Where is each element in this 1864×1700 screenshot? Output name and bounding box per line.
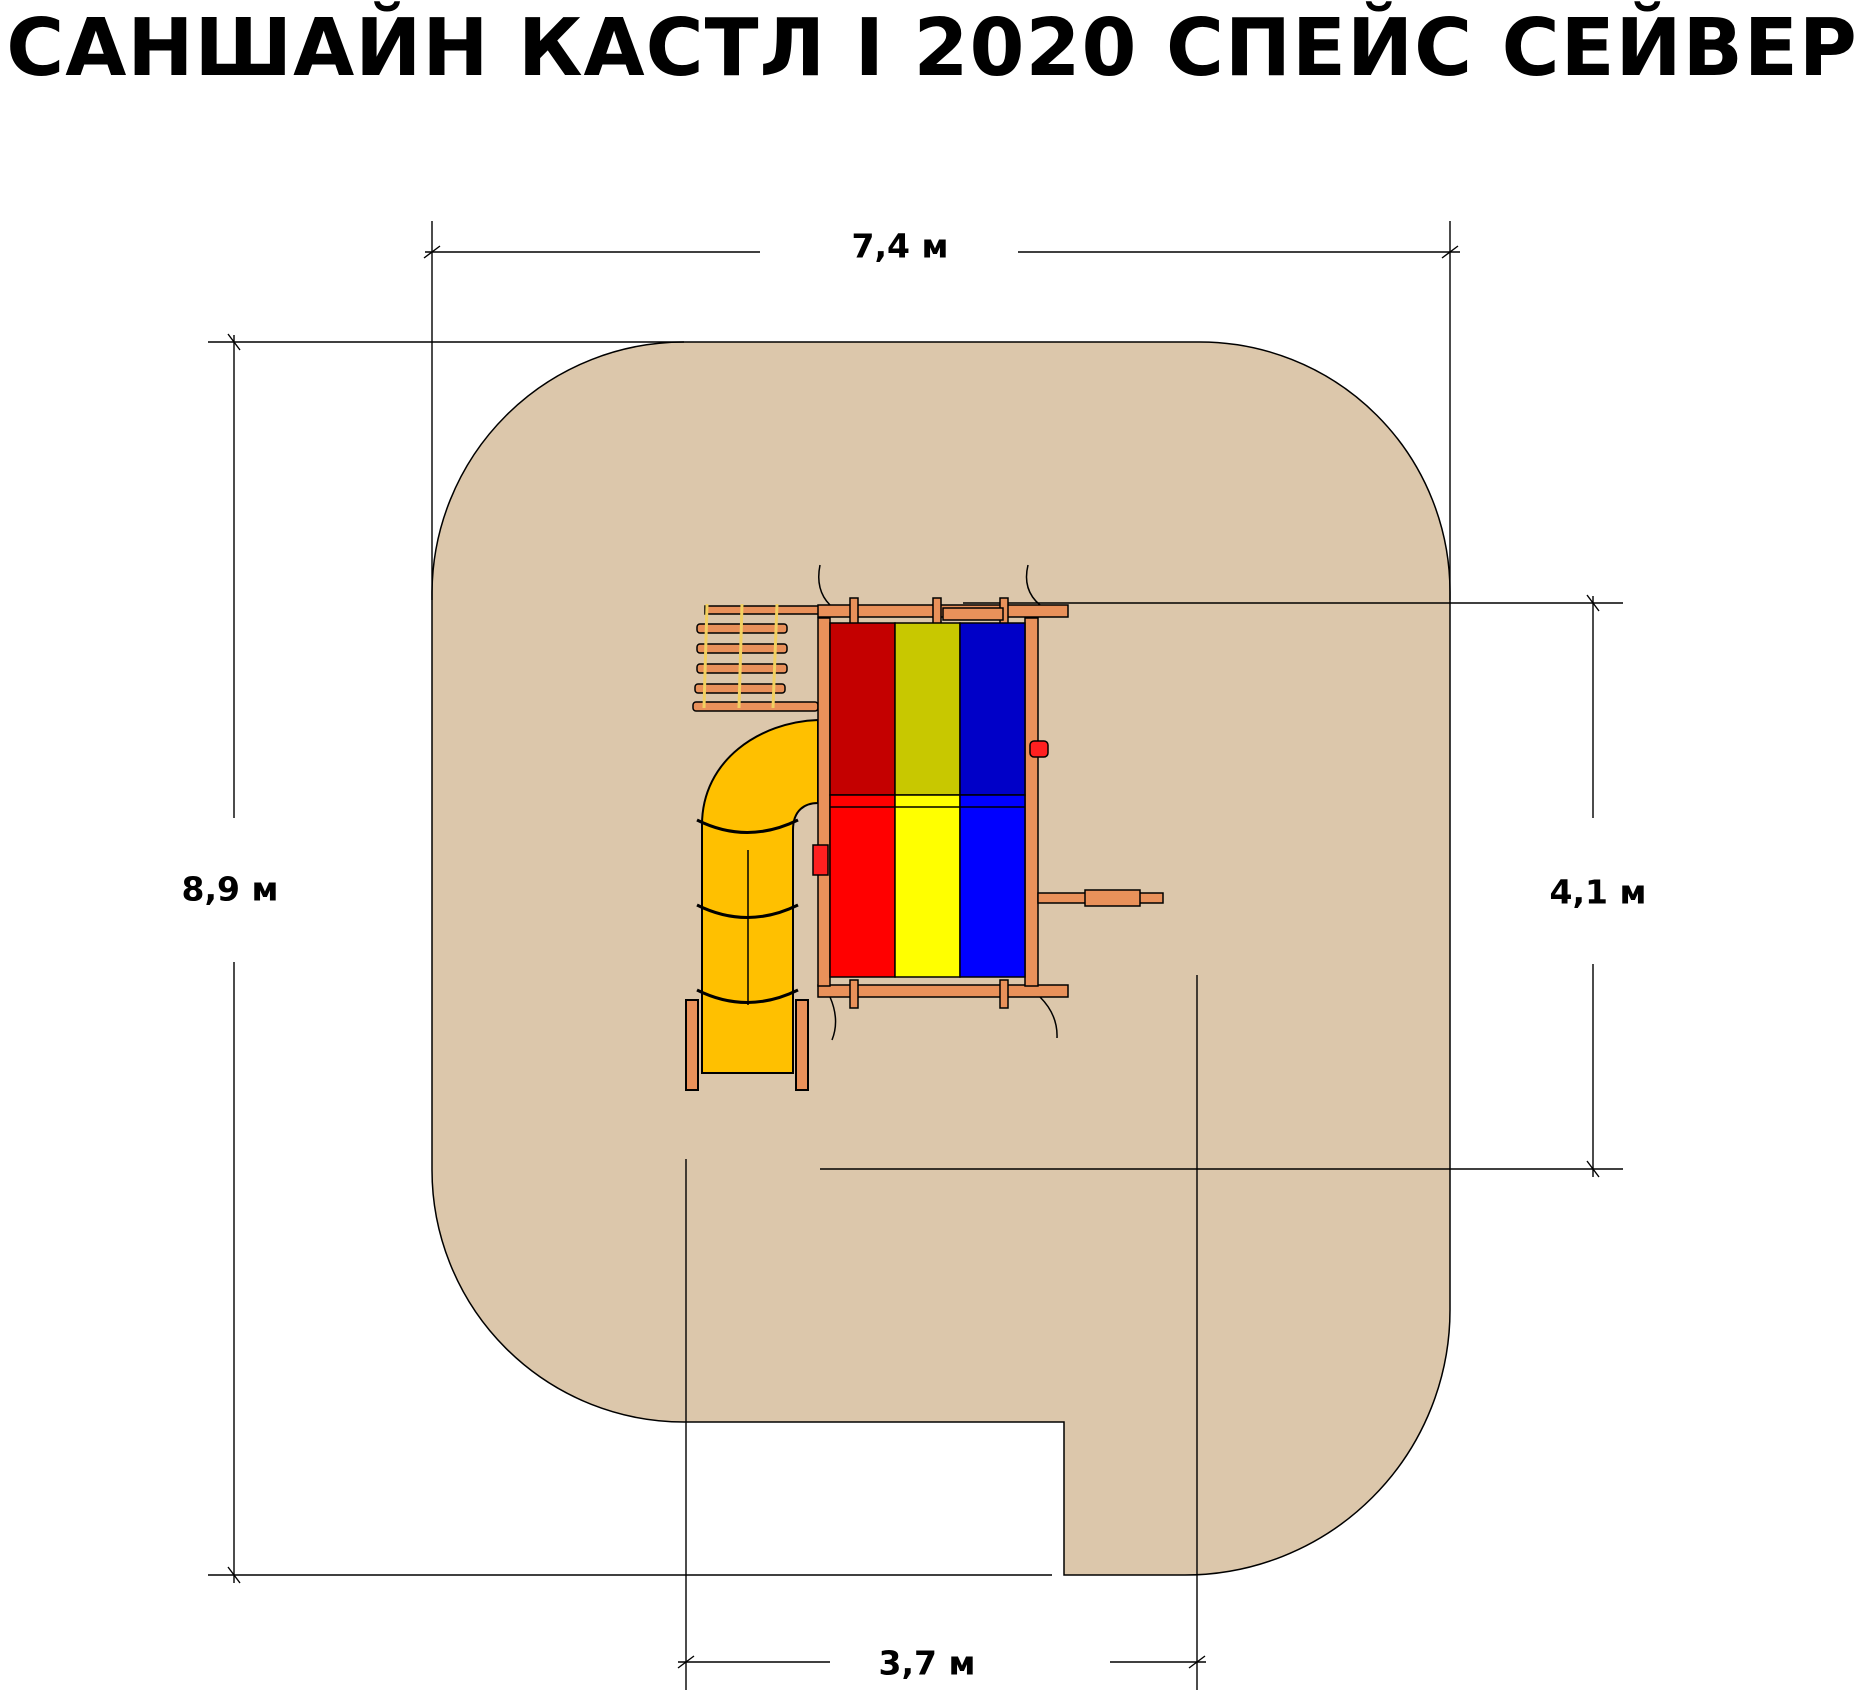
roof-panel-red-top [829,622,896,796]
page-title: САНШАЙН КАСТЛ І 2020 СПЕЙС СЕЙВЕР [6,2,1858,94]
handle-right [1029,740,1049,758]
roof-panel-yellow-bottom [894,794,961,978]
roof-panel-blue-bottom [959,794,1026,978]
roof-panel-red-bottom [829,794,896,978]
roof-panel-yellow-top [894,622,961,796]
dimension-structure-depth: 4,1 м [1549,872,1647,912]
tube-slide [685,718,819,1091]
roof [829,622,1026,978]
handle-left [812,844,829,876]
dimension-structure-width: 3,7 м [878,1643,976,1683]
anchor-ropes [818,564,1058,1041]
dimension-lines [208,221,1623,1690]
dimension-depth-total: 8,9 м [181,869,279,909]
roof-panel-blue-top [959,622,1026,796]
dimension-width-total: 7,4 м [851,226,949,266]
